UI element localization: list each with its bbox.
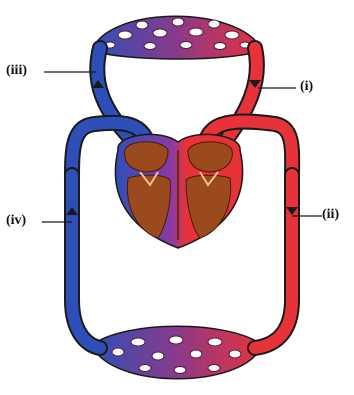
- body-capillary-bed: [92, 326, 262, 379]
- right-atrium: [125, 142, 168, 172]
- left-atrium: [188, 142, 232, 172]
- lung-capillary-bed: [92, 16, 262, 59]
- heart: [115, 134, 242, 248]
- label-iii: (iii): [6, 63, 27, 79]
- label-i: (i): [300, 79, 313, 95]
- label-ii: (ii): [322, 207, 339, 223]
- label-iv: (iv): [6, 213, 26, 229]
